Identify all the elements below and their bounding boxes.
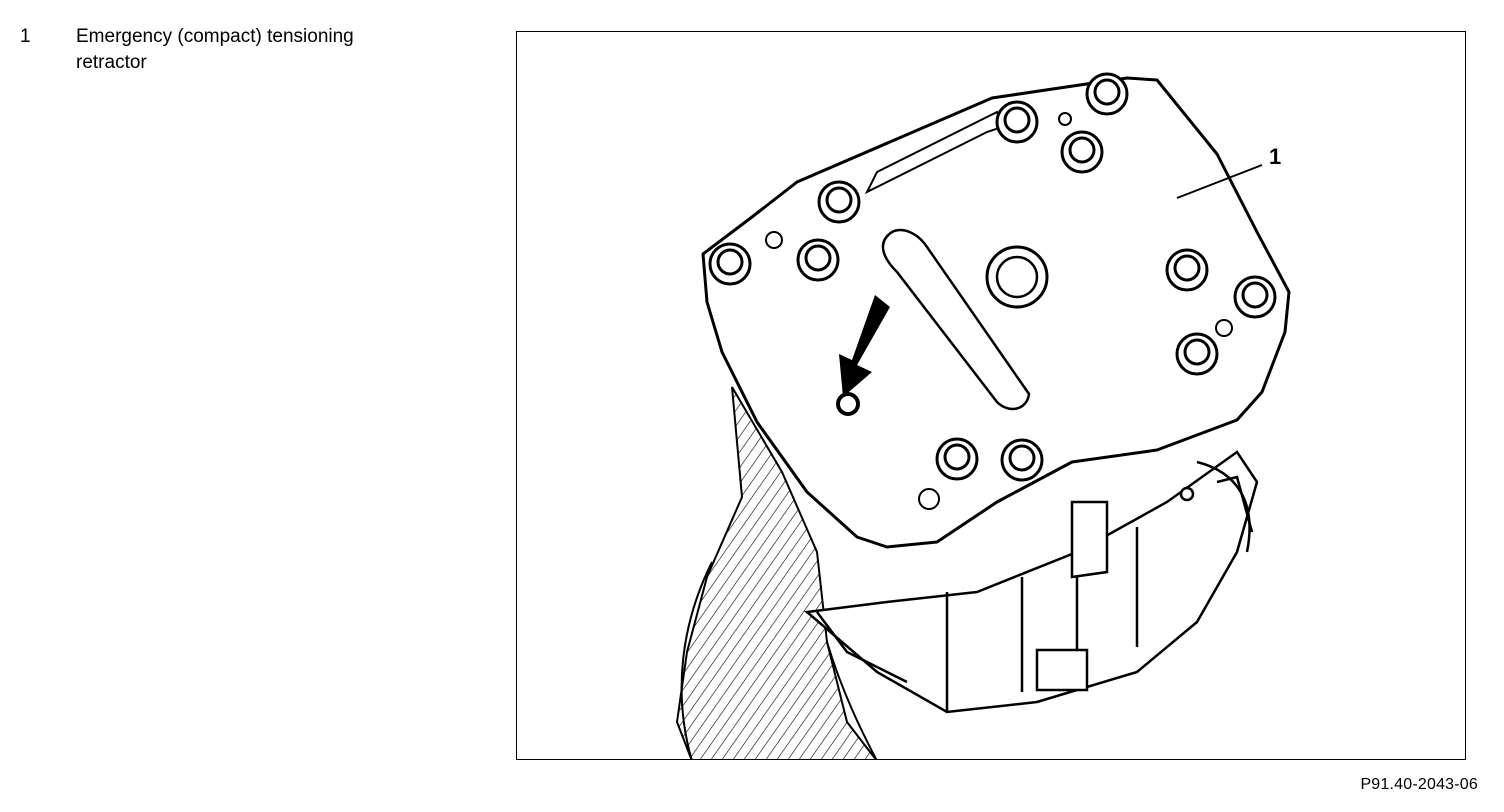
retractor-housing bbox=[804, 450, 1259, 714]
legend-item-text: Emergency (compact) tensioning retractor bbox=[76, 26, 354, 73]
legend-item-number: 1 bbox=[20, 26, 31, 47]
legend: 1 Emergency (compact) tensioning retract… bbox=[20, 24, 480, 76]
mounting-bolts bbox=[708, 72, 1277, 510]
arrow-pointer-icon bbox=[836, 295, 890, 416]
callout-label: 1 bbox=[1269, 144, 1282, 169]
legend-item: 1 Emergency (compact) tensioning retract… bbox=[20, 24, 480, 76]
figure-code: P91.40-2043-06 bbox=[1360, 776, 1478, 793]
illustration-frame: 1 bbox=[516, 31, 1466, 760]
belt-webbing bbox=[675, 386, 878, 759]
retractor-drawing bbox=[675, 72, 1291, 759]
